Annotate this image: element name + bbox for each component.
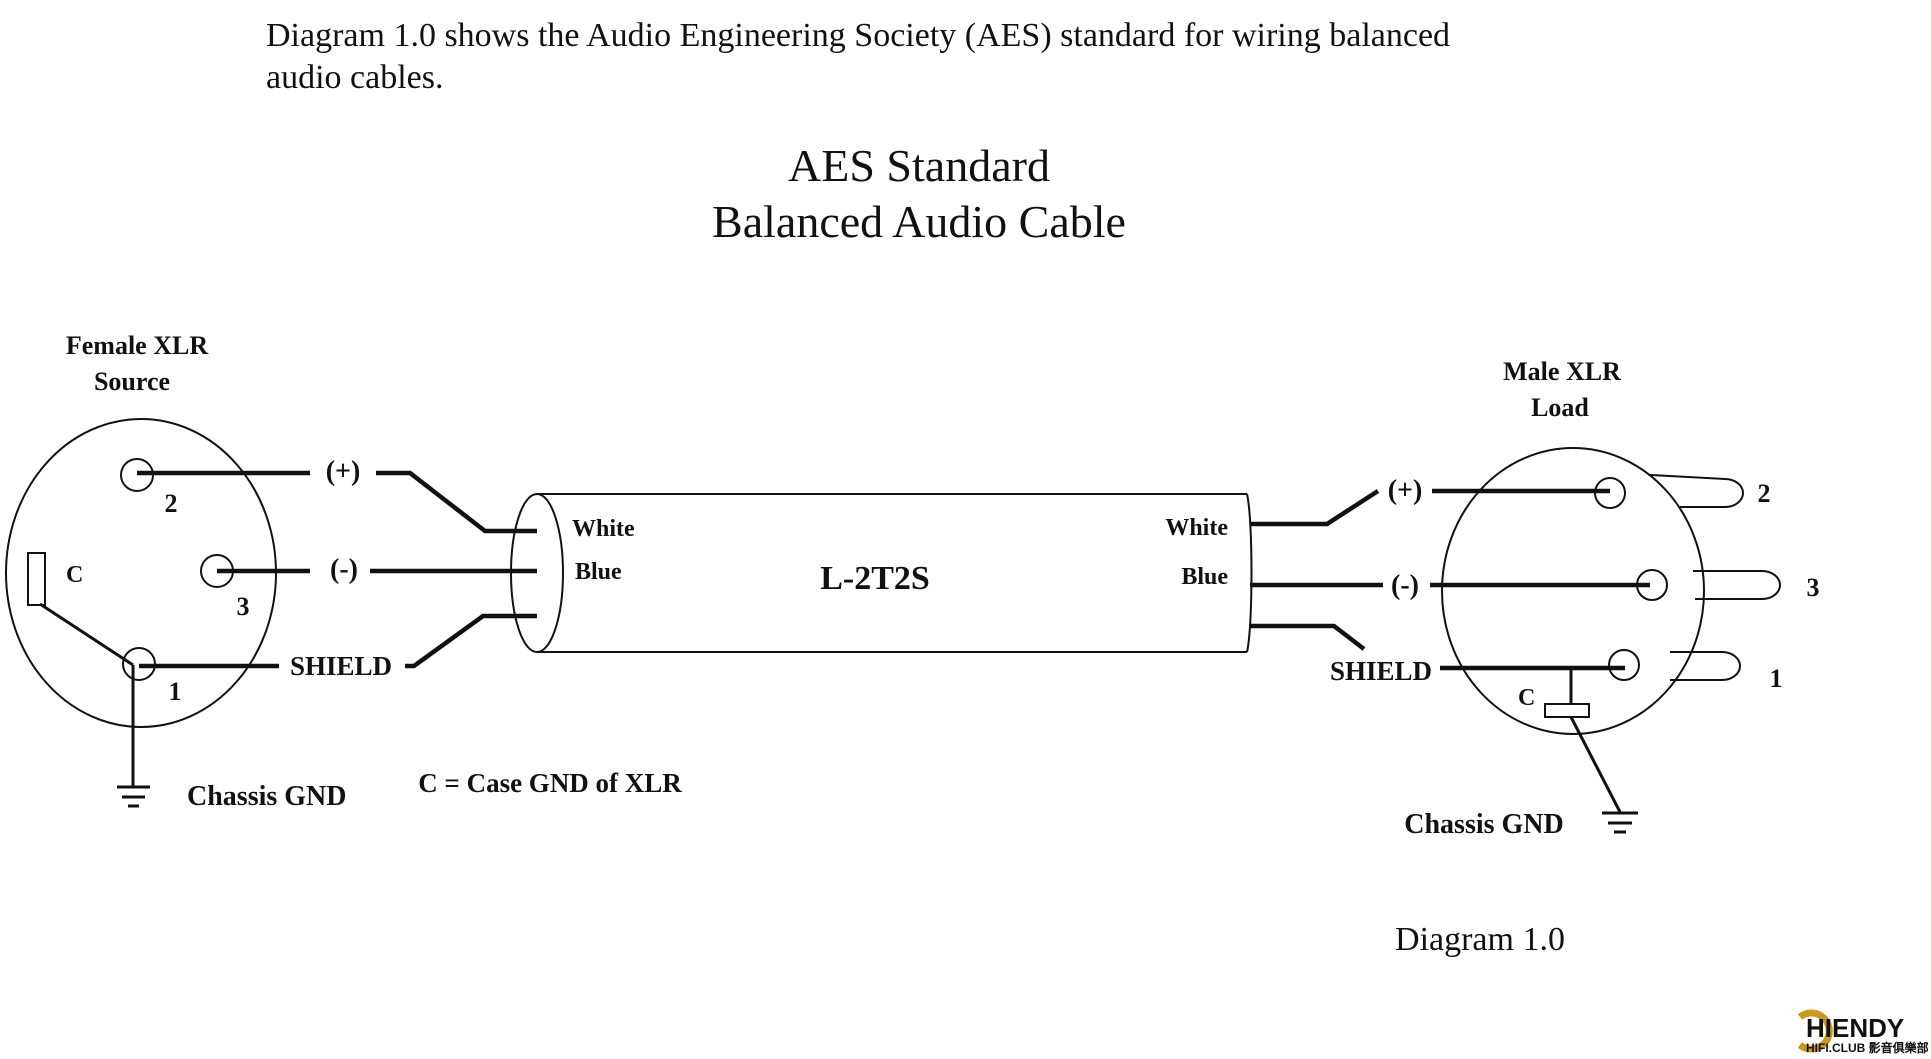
- logo-swoosh-icon: [1797, 1009, 1833, 1053]
- female-case-tab: [27, 552, 46, 606]
- male-pin-2-prong: [1649, 474, 1744, 508]
- female-pin-3-number: 3: [237, 592, 250, 621]
- male-ground-wire: [1569, 716, 1622, 813]
- right-positive-wire: [1250, 489, 1380, 527]
- intro-line-1: Diagram 1.0 shows the Audio Engineering …: [266, 17, 1450, 54]
- male-chassis-gnd-label: Chassis GND: [1404, 809, 1563, 840]
- female-case-label: C: [66, 562, 83, 588]
- right-shield-label: SHIELD: [1330, 656, 1432, 686]
- male-pin-3-prong: [1693, 570, 1781, 600]
- female-xlr-label: Female XLR: [66, 331, 208, 360]
- female-source-label: Source: [94, 367, 170, 396]
- male-pin-1-prong: [1670, 651, 1741, 681]
- left-positive-label: (+): [326, 456, 361, 487]
- right-shield-wire: [1250, 623, 1366, 651]
- title-line-1: AES Standard: [788, 140, 1050, 191]
- female-pin-2-number: 2: [165, 489, 178, 518]
- cable-model-label: L-2T2S: [820, 560, 930, 597]
- male-case-tab: [1544, 703, 1590, 718]
- left-shield-wire: [405, 613, 537, 669]
- male-pin-3: [1636, 569, 1668, 601]
- cable-left-white-label: White: [572, 516, 635, 542]
- cable-right-blue-label: Blue: [1181, 564, 1228, 590]
- diagram-caption: Diagram 1.0: [1395, 921, 1565, 958]
- male-pin-1: [1608, 649, 1640, 681]
- female-case-wire: [39, 602, 134, 667]
- logo-name: HIENDY: [1806, 1013, 1904, 1043]
- male-pin-2-number: 2: [1758, 479, 1771, 508]
- left-negative-label: (-): [330, 554, 358, 585]
- left-shield-label: SHIELD: [290, 651, 392, 681]
- logo-sub: HIFI.CLUB 影音俱樂部: [1806, 1040, 1929, 1055]
- male-pin-1-number: 1: [1770, 664, 1783, 693]
- cable-left-blue-label: Blue: [575, 559, 622, 585]
- male-pin-3-number: 3: [1807, 573, 1820, 602]
- male-pin-2: [1594, 477, 1626, 509]
- left-positive-wire: [376, 470, 537, 534]
- male-case-label: C: [1518, 685, 1535, 711]
- female-ground-icon: [117, 785, 150, 808]
- male-ground-icon: [1602, 811, 1638, 834]
- male-xlr-body: [1441, 447, 1705, 735]
- right-negative-label: (-): [1391, 570, 1419, 601]
- cable-body: [510, 493, 1253, 653]
- intro-line-2: audio cables.: [266, 59, 444, 96]
- cable-right-white-label: White: [1165, 515, 1228, 541]
- female-pin-1-number: 1: [169, 677, 182, 706]
- female-chassis-gnd-label: Chassis GND: [187, 781, 346, 812]
- male-load-label: Load: [1531, 393, 1589, 422]
- title-line-2: Balanced Audio Cable: [712, 196, 1126, 247]
- hiendy-logo: HIENDY HIFI.CLUB 影音俱樂部: [1797, 1009, 1929, 1055]
- case-gnd-legend: C = Case GND of XLR: [418, 768, 682, 798]
- right-positive-label: (+): [1388, 475, 1423, 506]
- male-xlr-label: Male XLR: [1503, 357, 1621, 386]
